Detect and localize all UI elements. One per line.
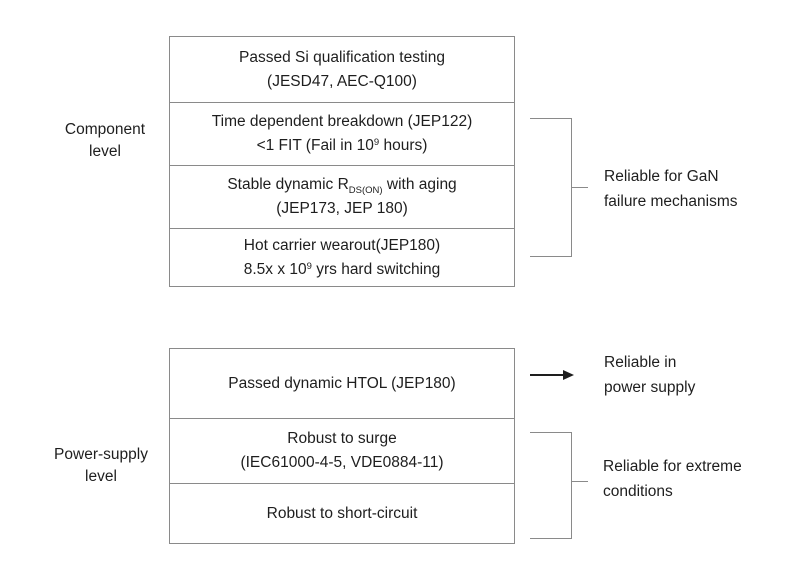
hot-carrier-text-pre: 8.5x x 10 (243, 260, 307, 278)
gan-failure-bracket-tick (571, 187, 588, 188)
test-row-si-qualification-line1: Passed Si qualification testing (239, 48, 445, 66)
component-level-label-line1: Component (64, 121, 146, 138)
extreme-conditions-bracket-tick (571, 481, 588, 482)
hot-carrier-text-post: yrs hard switching (311, 260, 441, 278)
test-row-short-circuit: Robust to short-circuit (170, 483, 514, 543)
note-reliable-extreme-line1: Reliable for extreme (603, 458, 742, 475)
extreme-conditions-bracket (530, 432, 572, 539)
component-level-label-line2: level (89, 143, 121, 160)
test-row-short-circuit-line1: Robust to short-circuit (266, 504, 418, 522)
test-row-surge-line2: (IEC61000-4-5, VDE0884-11) (240, 454, 444, 471)
htol-arrow-line (530, 374, 565, 376)
power-supply-tests-box: Passed dynamic HTOL (JEP180) Robust to s… (169, 348, 515, 544)
note-reliable-gan: Reliable for GaN failure mechanisms (604, 165, 738, 214)
test-row-hot-carrier-line1: Hot carrier wearout(JEP180) (243, 236, 441, 254)
test-row-si-qualification-line2: (JESD47, AEC-Q100) (267, 72, 417, 90)
power-supply-level-label-line2: level (85, 468, 117, 485)
test-row-surge: Robust to surge (IEC61000-4-5, VDE0884-1… (170, 418, 514, 483)
test-row-time-dependent-breakdown-line1: Time dependent breakdown (JEP122) (211, 113, 473, 130)
note-reliable-power-supply-line2: power supply (604, 378, 696, 396)
gan-failure-bracket (530, 118, 572, 257)
note-reliable-power-supply: Reliable in power supply (604, 351, 695, 400)
power-supply-level-label-line1: Power-supply (54, 446, 148, 463)
rdson-text-pre: Stable dynamic R (227, 176, 349, 193)
test-row-stable-rdson: Stable dynamic RDS(ON) with aging (JEP17… (170, 165, 514, 228)
power-supply-level-label: Power-supply level (26, 444, 176, 488)
test-row-stable-rdson-line1: Stable dynamic RDS(ON) with aging (227, 173, 456, 197)
fit-text-pre: <1 FIT (Fail in 10 (256, 137, 374, 154)
test-row-stable-rdson-line2: (JEP173, JEP 180) (276, 200, 408, 217)
rdson-subscript: DS(ON) (348, 185, 383, 196)
rdson-text-post: with aging (382, 176, 457, 193)
test-row-si-qualification: Passed Si qualification testing (JESD47,… (170, 37, 514, 102)
component-tests-box: Passed Si qualification testing (JESD47,… (169, 36, 515, 287)
test-row-dynamic-htol: Passed dynamic HTOL (JEP180) (170, 349, 514, 418)
fit-text-post: hours) (379, 137, 428, 154)
htol-arrow-head (563, 369, 574, 380)
test-row-hot-carrier-line2: 8.5x x 109 yrs hard switching (244, 258, 441, 282)
test-row-surge-line1: Robust to surge (287, 430, 397, 447)
hot-carrier-exponent: 9 (306, 260, 312, 272)
note-reliable-gan-line1: Reliable for GaN (604, 168, 719, 185)
note-reliable-gan-line2: failure mechanisms (604, 192, 738, 210)
test-row-dynamic-htol-line1: Passed dynamic HTOL (JEP180) (228, 374, 456, 392)
test-row-hot-carrier: Hot carrier wearout(JEP180) 8.5x x 109 y… (170, 228, 514, 286)
note-reliable-extreme: Reliable for extreme conditions (603, 455, 742, 504)
note-reliable-extreme-line2: conditions (603, 482, 673, 500)
note-reliable-power-supply-line1: Reliable in (604, 354, 677, 371)
test-row-time-dependent-breakdown-line2: <1 FIT (Fail in 109 hours) (257, 134, 428, 158)
test-row-time-dependent-breakdown: Time dependent breakdown (JEP122) <1 FIT… (170, 102, 514, 165)
component-level-label: Component level (30, 119, 180, 163)
fit-exponent: 9 (373, 137, 380, 148)
